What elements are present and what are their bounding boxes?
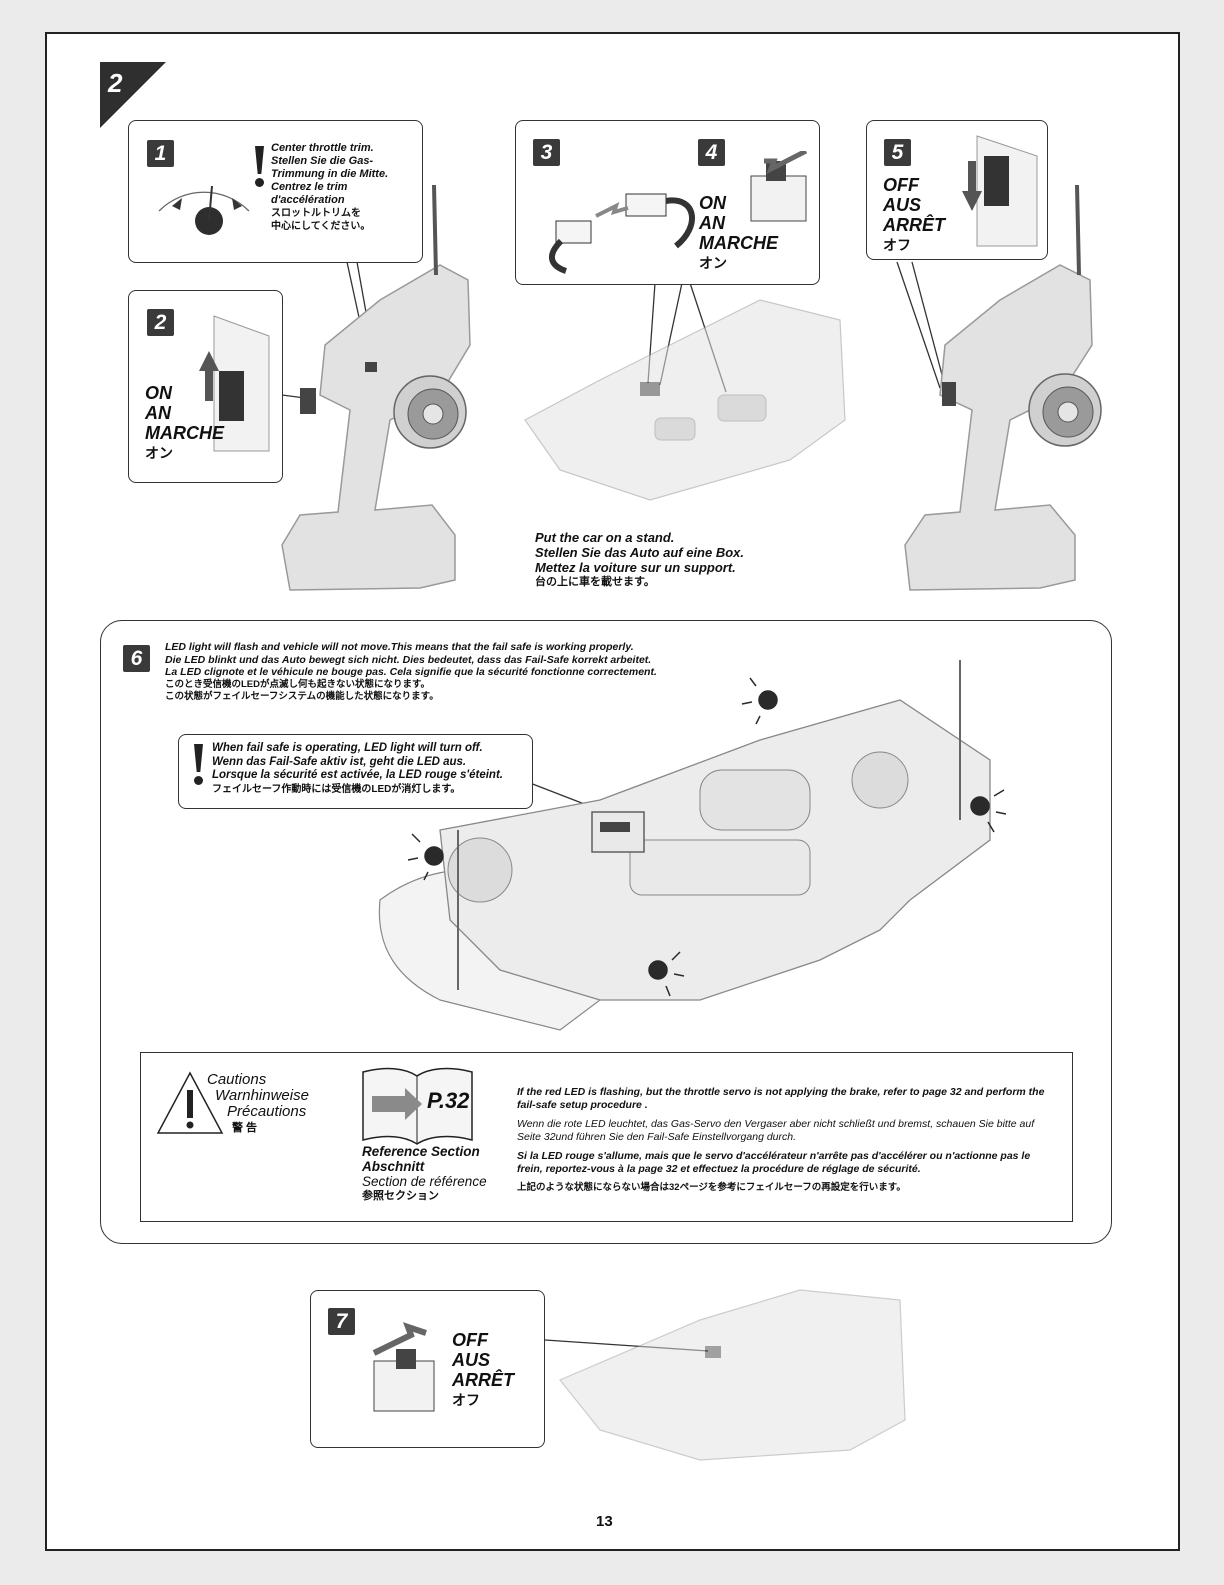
warning-exclamation-icon (255, 146, 265, 187)
step5-text: OFF AUS ARRÊT オフ (883, 175, 945, 253)
step3-4-panel (515, 120, 820, 285)
step6-number: 6 (123, 645, 150, 672)
step5-number: 5 (884, 139, 911, 166)
battery-connector-illustration (549, 193, 695, 274)
step1-panel (128, 120, 423, 263)
power-switch-on-illustration (199, 315, 270, 452)
step6-text: LED light will flash and vehicle will no… (165, 641, 657, 702)
receiver-switch-off-illustration (372, 1322, 435, 1412)
receiver-switch-on-illustration (750, 151, 808, 222)
step2-number: 2 (147, 309, 174, 336)
reference-labels: Reference Section Abschnitt Section de r… (362, 1144, 487, 1202)
step7-number: 7 (328, 1308, 355, 1335)
cautions-box (140, 1052, 1073, 1222)
page-number: 13 (596, 1513, 613, 1530)
cautions-labels: Cautions Warnhinweise Précautions 警 告 (207, 1071, 309, 1135)
transmitter-illustration-left (281, 184, 471, 591)
caution-triangle-icon (156, 1071, 224, 1134)
power-switch-off-illustration (962, 135, 1038, 247)
step4-text: ON AN MARCHE オン (699, 193, 778, 271)
transmitter-illustration-right (904, 184, 1102, 591)
step2-panel (128, 290, 283, 483)
step1-text: Center throttle trim. Stellen Sie die Ga… (271, 142, 389, 232)
chassis-illustration-main (378, 660, 1007, 1031)
failsafe-warning-box (178, 734, 533, 809)
stand-note: Put the car on a stand. Stellen Sie das … (535, 530, 745, 588)
reference-book-icon (362, 1067, 473, 1145)
section-corner-tab (100, 62, 166, 128)
step3-number: 3 (533, 139, 560, 166)
chassis-illustration-bottom (559, 1289, 906, 1461)
step1-number: 1 (147, 140, 174, 167)
step2-text: ON AN MARCHE オン (145, 383, 224, 461)
failsafe-exclamation-icon (194, 744, 204, 785)
step4-number: 4 (698, 139, 725, 166)
cautions-paragraphs: If the red LED is flashing, but the thro… (517, 1086, 1045, 1193)
step7-text: OFF AUS ARRÊT オフ (452, 1330, 514, 1408)
trim-knob-illustration (158, 185, 250, 235)
section-number: 2 (108, 68, 123, 98)
failsafe-warning-text: When fail safe is operating, LED light w… (212, 742, 503, 795)
reference-page: P.32 (427, 1088, 470, 1113)
chassis-illustration-top (524, 299, 846, 501)
step6-panel (100, 620, 1112, 1244)
